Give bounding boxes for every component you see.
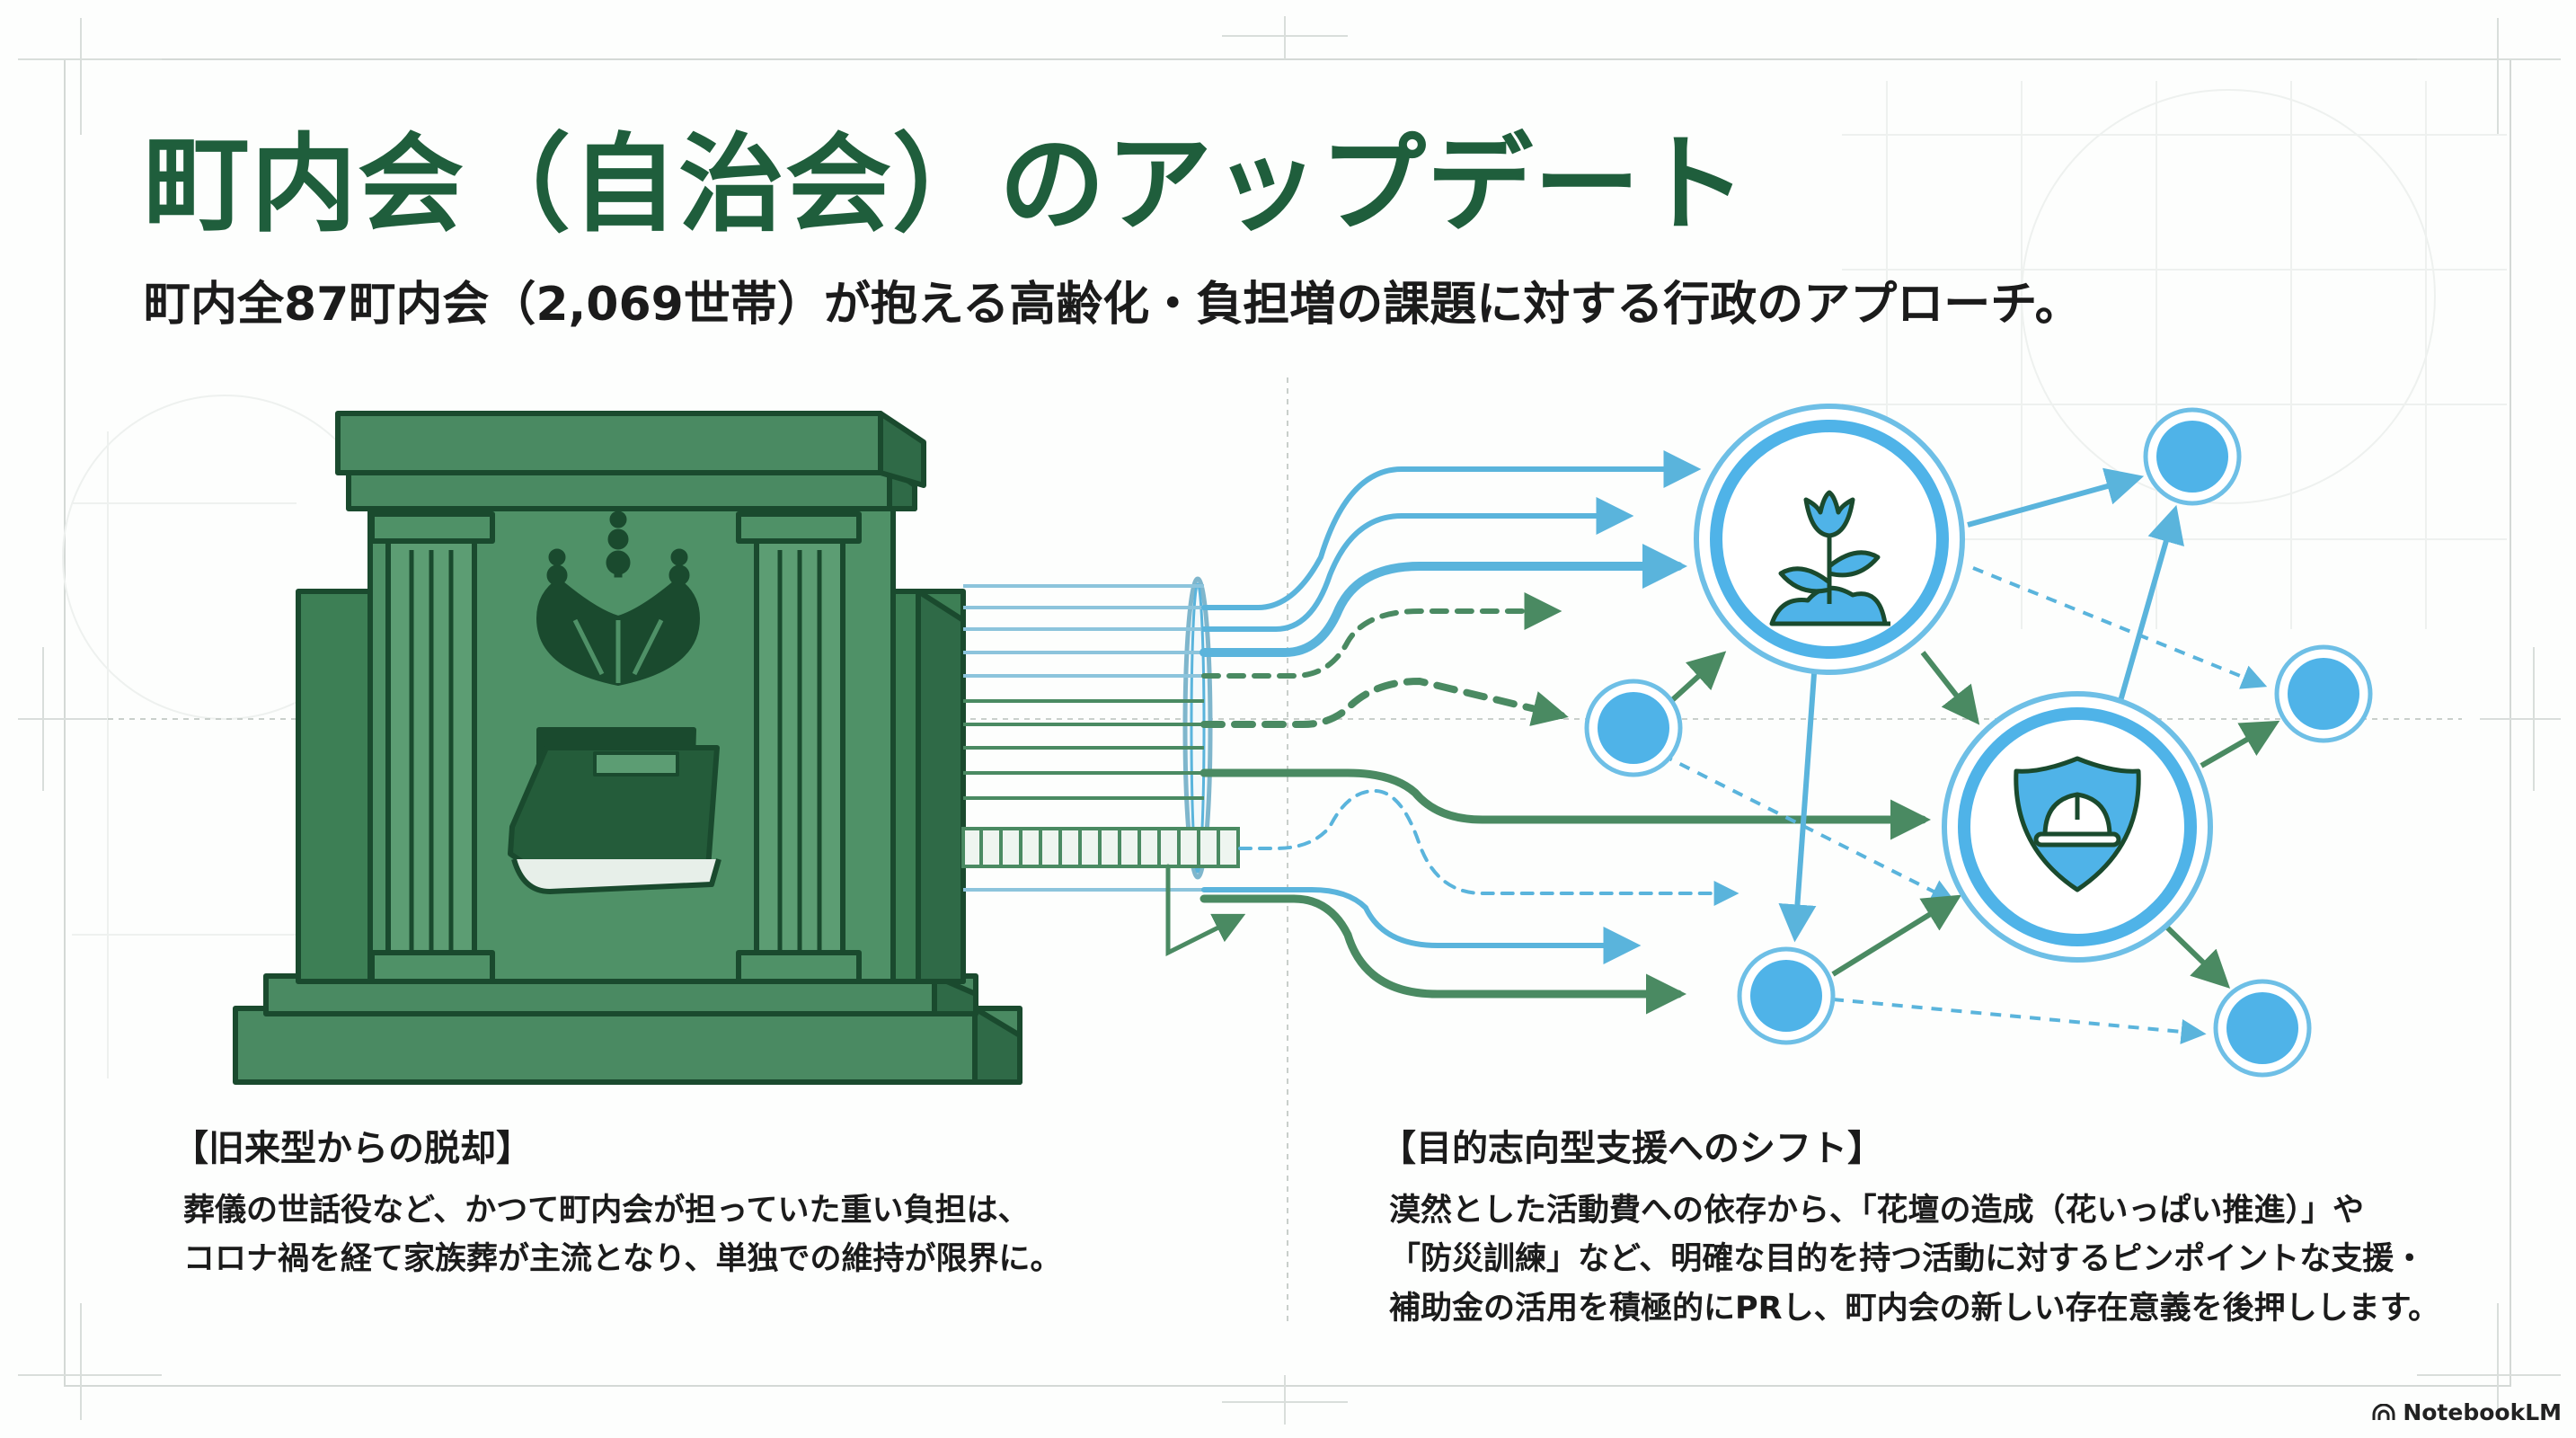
book-icon — [508, 727, 721, 894]
flow-arrow-green — [1199, 768, 1931, 840]
purpose-caption-line: 漠然とした活動費への依存から、「花壇の造成（花いっぱい推進）」や — [1389, 1193, 2365, 1229]
small-node — [1584, 679, 1683, 777]
flow-arrow-blue — [1199, 544, 1687, 657]
legacy-caption-line: 葬儀の世話役など、かつて町内会が担っていた重い負担は、 — [183, 1193, 1030, 1229]
small-node — [2143, 407, 2242, 506]
purpose-caption-line: 補助金の活用を積極的にPRし、町内会の新しい存在意義を後押しします。 — [1389, 1290, 2440, 1327]
shield-node — [1942, 691, 2213, 963]
edge — [1832, 998, 2207, 1044]
edge — [2118, 504, 2184, 702]
notebooklm-logo-icon — [2372, 1403, 2395, 1420]
flow-arrow-green-dashed — [1200, 677, 1569, 728]
small-node — [2213, 979, 2312, 1078]
flow-arrow-blue-dashed — [1238, 788, 1739, 906]
edge — [1920, 651, 1980, 725]
edge — [1831, 894, 1962, 977]
edge — [1967, 467, 2145, 528]
legacy-caption-heading: 【旧来型からの脱却】 — [173, 1128, 532, 1169]
page-subtitle: 町内全87町内会（2,069世帯）が抱える高齢化・負担増の課題に対する行政のアプ… — [144, 278, 2082, 332]
flower-sprout-icon — [1769, 490, 1890, 626]
flow-tube — [961, 576, 1240, 892]
flow-arrow-blue — [1201, 450, 1702, 610]
edge — [1669, 651, 1727, 704]
network-edges — [1661, 467, 2280, 1044]
legacy-caption: 【旧来型からの脱却】 葬儀の世話役など、かつて町内会が担っていた重い負担は、 コ… — [173, 1125, 1062, 1284]
paulownia-crest-icon — [536, 510, 701, 687]
brand-label: NotebookLM — [2403, 1399, 2562, 1425]
small-nodes — [1584, 407, 2373, 1078]
edge — [2163, 923, 2231, 989]
edge — [2200, 720, 2280, 768]
shield-helmet-icon — [2014, 756, 2141, 892]
purpose-caption-heading: 【目的志向型支援へのシフト】 — [1380, 1128, 1883, 1169]
flow-arrow-green-dashed — [1201, 592, 1562, 679]
page-title: 町内会（自治会）のアップデート — [144, 122, 1748, 246]
legacy-caption-line: コロナ禍を経て家族葬が主流となり、単独での維持が限界に。 — [183, 1241, 1062, 1278]
blueprint-grid — [18, 16, 2561, 1425]
purpose-caption: 【目的志向型支援へのシフト】 漠然とした活動費への依存から、「花壇の造成（花いっ… — [1380, 1125, 2439, 1333]
edge — [1972, 566, 2268, 689]
edge — [1778, 661, 1818, 943]
small-node — [1737, 946, 1836, 1045]
edge — [1661, 753, 1957, 903]
brand-watermark: NotebookLM — [2372, 1399, 2562, 1425]
purpose-caption-line: 「防災訓練」など、明確な目的を持つ活動に対するピンポイントな支援・ — [1389, 1241, 2426, 1278]
flow-arrow-blue — [1201, 497, 1634, 632]
flow-arrow-green — [1199, 894, 1686, 1015]
flow-arrow-green — [1165, 864, 1246, 957]
flower-node — [1694, 404, 1965, 675]
small-node — [2274, 644, 2373, 743]
flow-arrow-blue — [1201, 887, 1642, 964]
flow-arrows — [1165, 450, 1931, 1015]
